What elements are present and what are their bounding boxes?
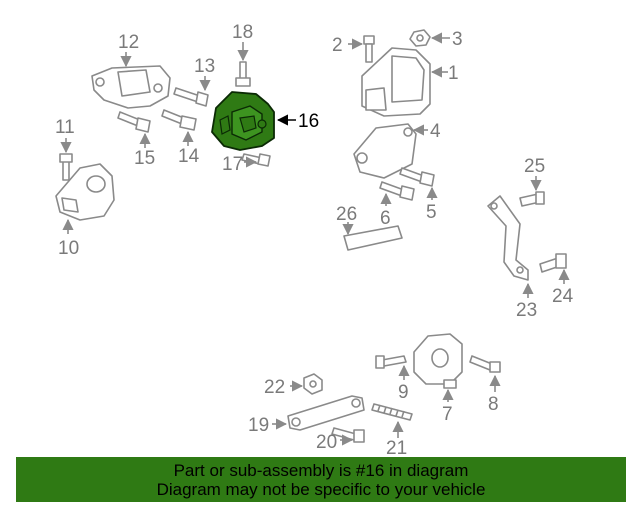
label-26: 26 (336, 204, 357, 225)
label-16: 16 (298, 111, 319, 132)
label-13: 13 (194, 56, 215, 77)
part-24-bolt[interactable] (539, 253, 567, 273)
part-18-bolt[interactable] (235, 61, 251, 87)
part-10-mount[interactable] (55, 163, 115, 221)
part-21-stud[interactable] (371, 403, 413, 421)
part-19-link[interactable] (287, 395, 365, 431)
label-17: 17 (222, 154, 243, 175)
part-11-bolt[interactable] (59, 153, 73, 181)
part-14-bolt[interactable] (161, 109, 197, 131)
label-21: 21 (386, 438, 407, 455)
info-banner: Part or sub-assembly is #16 in diagram D… (16, 457, 626, 502)
label-2: 2 (332, 35, 343, 56)
label-22: 22 (264, 377, 285, 398)
label-23: 23 (516, 300, 537, 321)
label-15: 15 (134, 148, 155, 169)
part-25-bolt[interactable] (519, 191, 545, 207)
part-8-bolt[interactable] (469, 355, 501, 373)
part-23-bracket[interactable] (487, 195, 529, 281)
part-12-mount-bracket[interactable] (91, 65, 171, 109)
parts-diagram: 12 13 15 14 18 16 17 (55, 22, 574, 455)
part-9-bolt[interactable] (375, 355, 407, 369)
label-11: 11 (55, 117, 75, 138)
part-6-bolt[interactable] (379, 181, 415, 201)
banner-line-1: Part or sub-assembly is #16 in diagram (173, 461, 469, 480)
part-3-nut[interactable] (409, 29, 431, 47)
label-5: 5 (426, 202, 437, 223)
label-1: 1 (448, 63, 459, 84)
part-22-nut[interactable] (303, 373, 323, 395)
label-3: 3 (452, 29, 463, 50)
label-9: 9 (398, 382, 409, 403)
label-14: 14 (178, 146, 200, 167)
label-12: 12 (118, 32, 139, 53)
part-5-bolt[interactable] (399, 167, 435, 187)
part-2-bolt[interactable] (363, 35, 375, 63)
label-19: 19 (248, 415, 269, 436)
part-26-pad[interactable] (343, 225, 403, 251)
label-6: 6 (380, 208, 391, 229)
banner-line-2: Diagram may not be specific to your vehi… (156, 480, 486, 499)
part-7-mount[interactable] (413, 333, 463, 389)
part-16-highlighted-mount[interactable] (211, 91, 275, 151)
label-20: 20 (316, 432, 337, 453)
label-8: 8 (488, 394, 499, 415)
label-18: 18 (232, 22, 253, 43)
label-4: 4 (430, 121, 441, 142)
part-17-bolt[interactable] (241, 153, 271, 167)
label-7: 7 (442, 404, 453, 425)
part-15-bolt[interactable] (117, 111, 151, 133)
part-4-bracket[interactable] (353, 123, 417, 179)
label-10: 10 (58, 238, 79, 259)
part-13-bolt[interactable] (173, 87, 209, 107)
label-25: 25 (524, 156, 545, 177)
label-24: 24 (552, 286, 574, 307)
part-1-upper-mount[interactable] (361, 47, 431, 117)
